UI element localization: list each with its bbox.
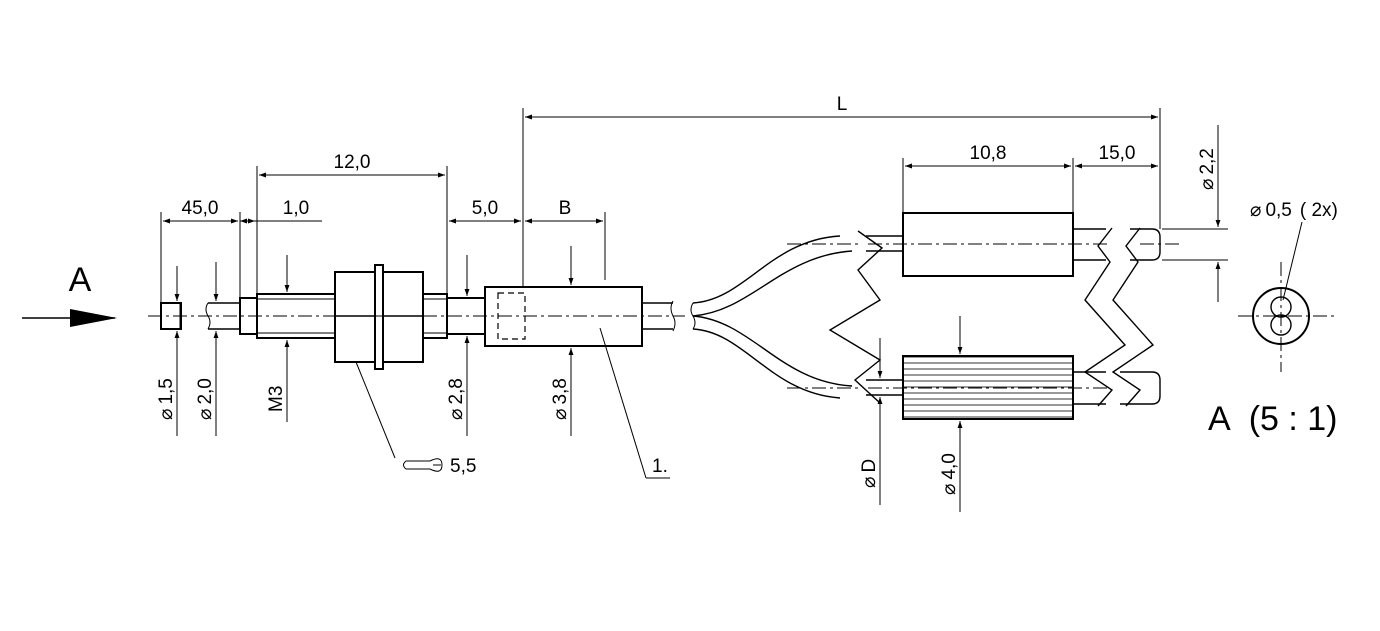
detail-view-a: ⌀0,5( 2x) A(5 : 1) [1208,200,1338,438]
dim-dia-d-label: D [859,459,880,473]
dim-dia-0-5-label: 0,5 [1265,200,1291,221]
fiber-end-upper [1130,228,1182,261]
dim-dia-3-8-label: 3,8 [550,378,571,404]
detail-view-label: A [1208,400,1231,438]
dim-m3: M3 [266,255,290,422]
dim-dia-2-2: ⌀2,2 [1162,125,1228,302]
dim-dia-2-8: ⌀2,8 [446,255,470,436]
dim-qty-2x-label: ( 2x) [1300,200,1338,221]
dim-15-0: 15,0 [1075,143,1158,169]
dim-b-label: B [559,198,572,219]
dim-10-8: 10,8 [902,143,1074,213]
dim-10-8-label: 10,8 [970,143,1007,164]
svg-text:A(5 : 1): A (5 : 1) [1208,400,1338,438]
dim-dia-1-5: ⌀1,5 [156,266,180,436]
svg-text:⌀2,0: ⌀2,0 [195,378,216,420]
dim-1-0-label: 1,0 [283,198,309,219]
wrench-icon [403,458,443,472]
break-line-left [828,230,884,404]
svg-text:⌀0,5( 2x): ⌀0,5( 2x) [1250,200,1338,221]
break-line-right [1083,227,1127,407]
dim-m3-label: M3 [266,386,287,412]
note-1-callout: 1. [599,327,670,479]
wrench-size-label: 5,5 [450,456,476,477]
fiber-end-lower [1120,371,1161,405]
dim-dia-2-0: ⌀2,0 [195,262,219,436]
sleeve-3-8 [484,286,643,347]
dim-12-0-label: 12,0 [334,152,371,173]
sensor-tip [160,302,182,330]
dim-dia-2-8-label: 2,8 [446,378,467,404]
svg-text:⌀4,0: ⌀4,0 [939,453,960,495]
wrench-size-callout: 5,5 [355,361,476,477]
dim-dia-2-0-label: 2,0 [195,378,216,404]
svg-text:⌀1,5: ⌀1,5 [156,378,177,420]
dim-length-l: L [522,94,1161,287]
svg-text:⌀3,8: ⌀3,8 [550,378,571,420]
split-fibers [690,235,860,399]
dim-45-0-label: 45,0 [182,198,219,219]
dim-dia-4-0: ⌀4,0 [939,316,963,512]
cable-stub [642,300,676,332]
detail-view-scale: (5 : 1) [1249,400,1338,438]
break-line-right-2 [1111,227,1155,407]
hex-nuts [334,264,424,370]
dim-1-0: 1,0 [240,198,322,224]
view-arrow-label: A [69,261,92,299]
dim-15-0-label: 15,0 [1099,143,1136,164]
dim-dia-d: ⌀D [859,338,883,505]
note-1-label: 1. [652,456,668,477]
fiber-sleeve-2mm [205,297,258,335]
fiber-upper-right [866,212,1110,277]
dim-dia-4-0-label: 4,0 [939,453,960,479]
dim-5-0-label: 5,0 [472,198,498,219]
svg-text:⌀2,8: ⌀2,8 [446,378,467,420]
dim-12-0: 12,0 [256,152,448,294]
dim-5-0: 5,0 [449,198,521,224]
svg-text:⌀2,2: ⌀2,2 [1197,148,1218,190]
dim-dia-1-5-label: 1,5 [156,378,177,404]
svg-text:⌀D: ⌀D [859,459,880,488]
dim-length-label: L [837,94,848,115]
dim-45-0: 45,0 [160,198,241,303]
dim-dia-2-2-label: 2,2 [1197,148,1218,174]
dim-dia-3-8: ⌀3,8 [550,246,574,436]
view-arrow-a: A [22,261,117,327]
dim-b: B [525,198,606,280]
fiber-lower-right [866,355,1110,420]
